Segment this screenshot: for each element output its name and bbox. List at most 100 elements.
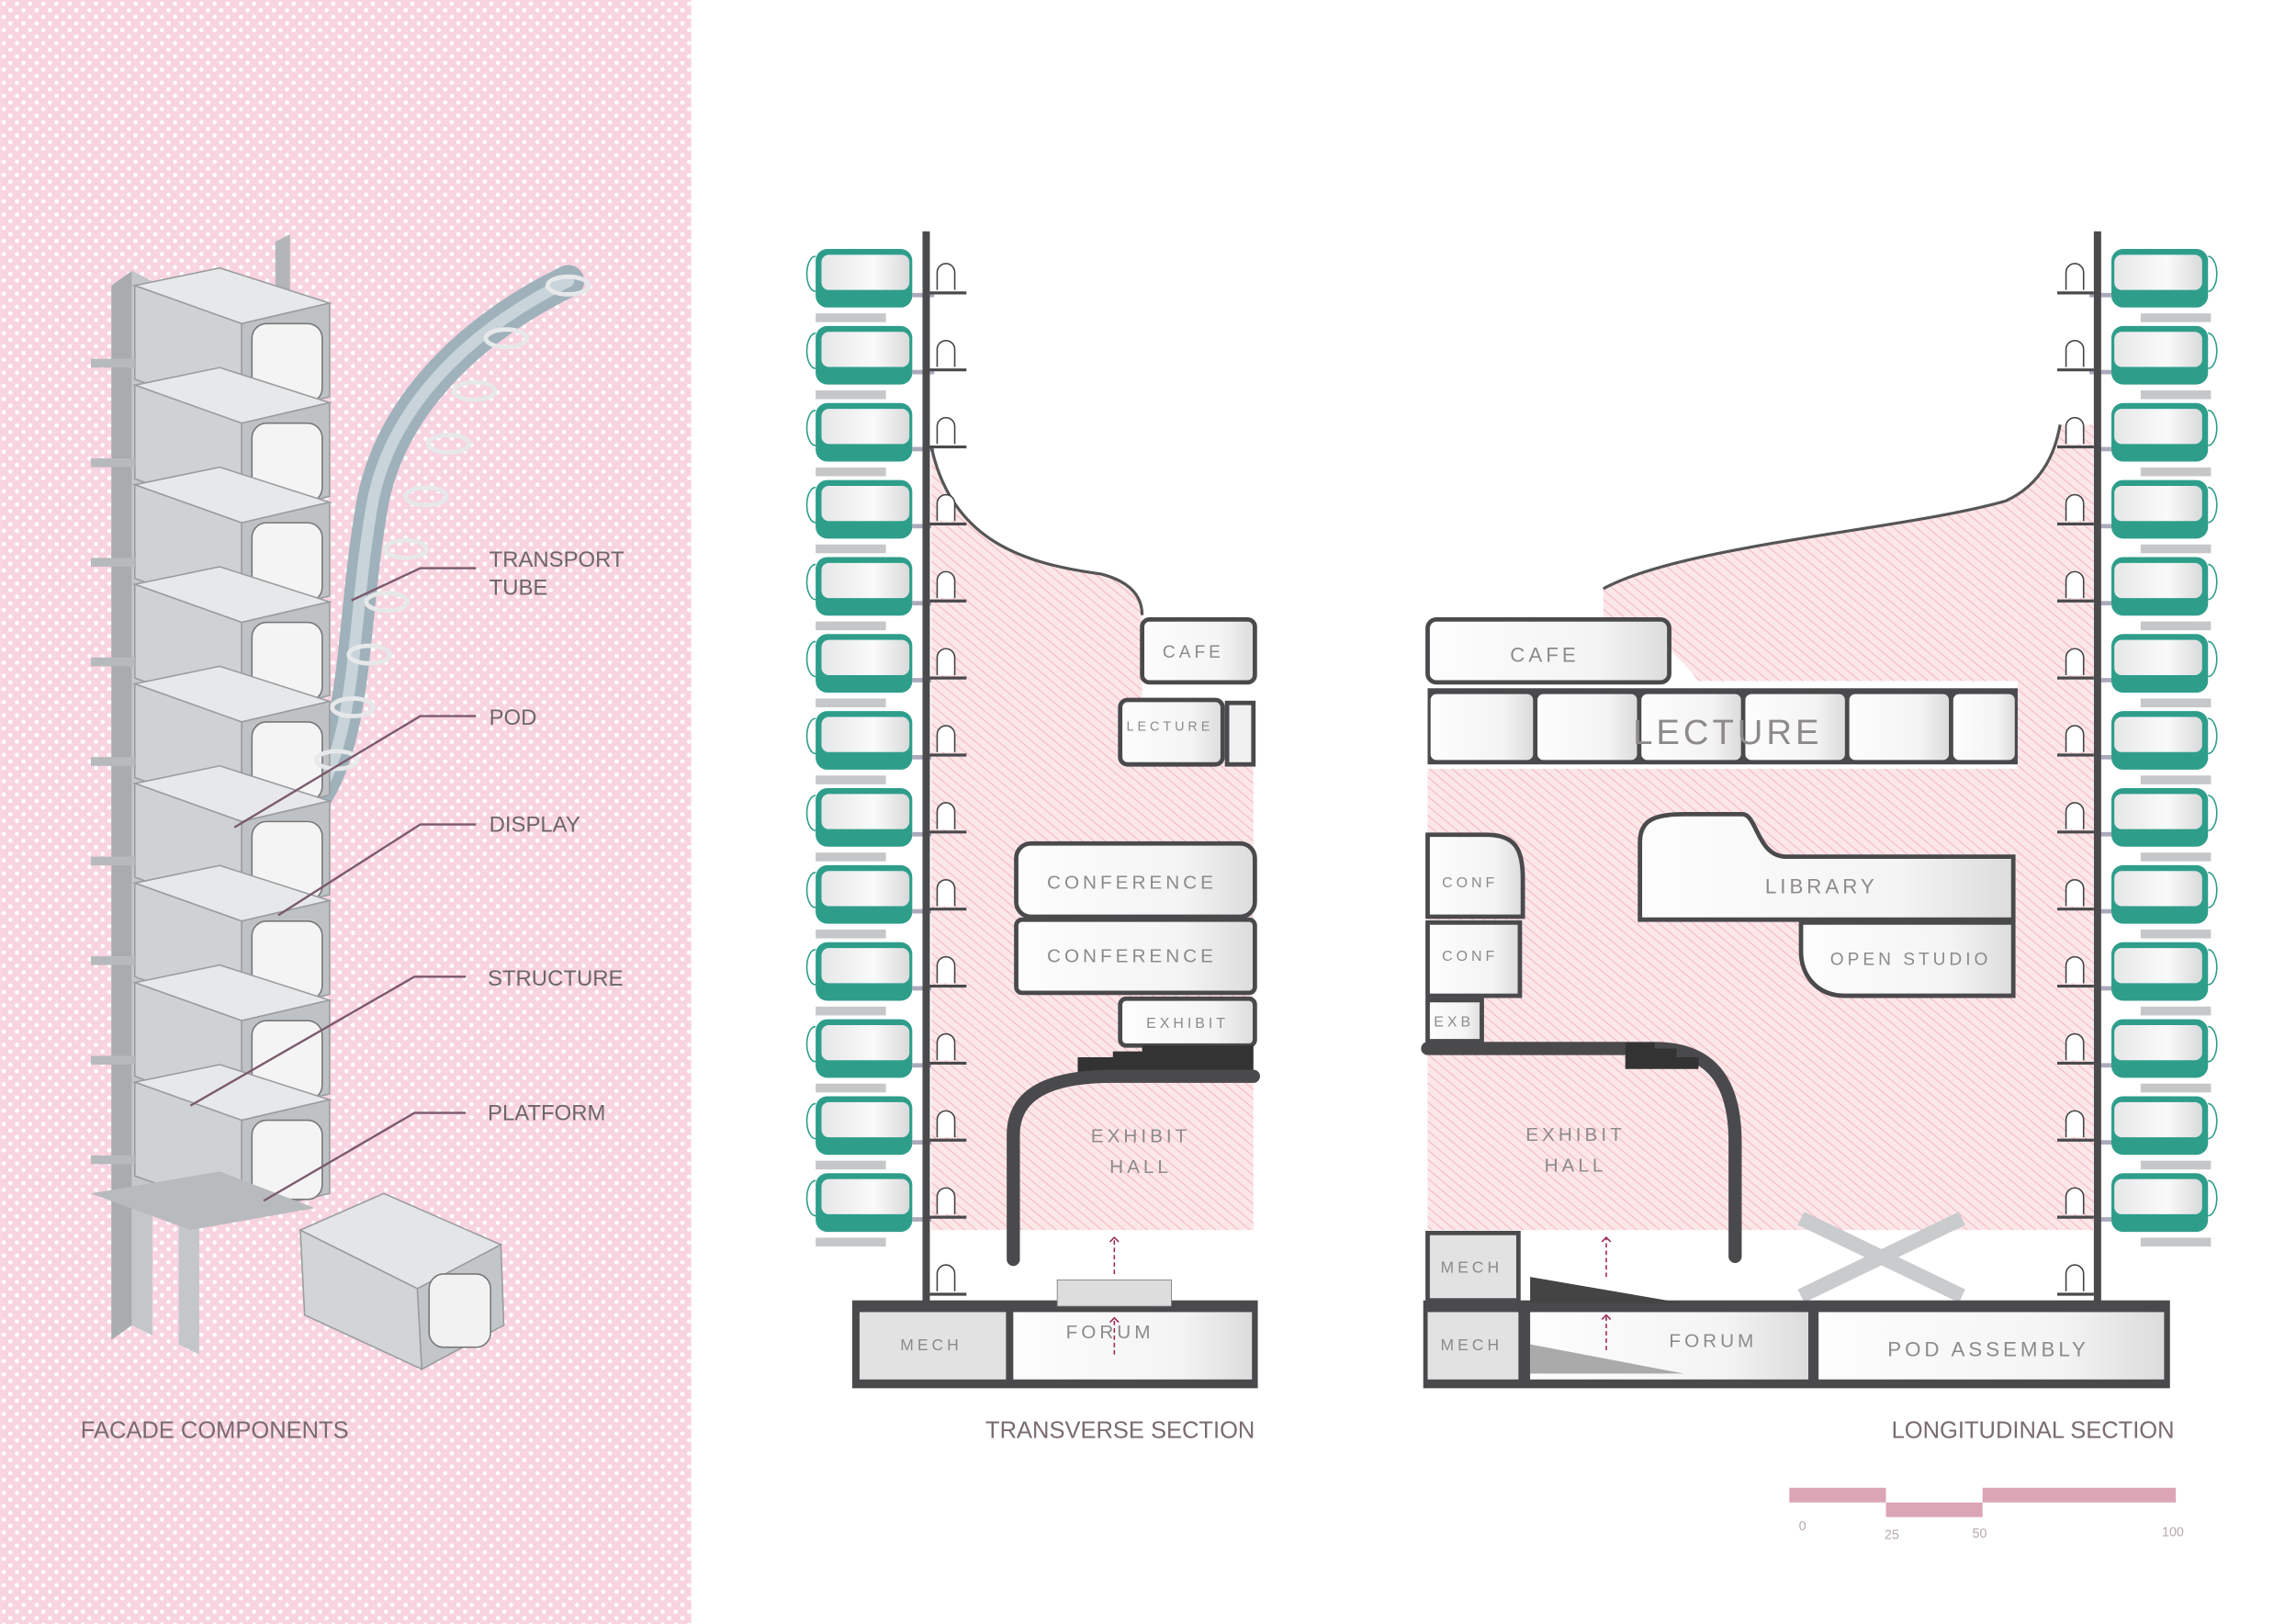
facade-components-panel: TRANSPORT TUBE POD DISPLAY STRUCTURE PLA… [0, 0, 692, 1624]
section-pod [2089, 249, 2218, 322]
label-exb: EXB [1434, 1015, 1474, 1031]
longitudinal-section-title: LONGITUDINAL SECTION [1892, 1418, 2175, 1444]
platform-arm [90, 558, 135, 567]
label-conference-2: CONFERENCE [1047, 945, 1217, 966]
platform-arm [90, 1155, 135, 1165]
pod-interior [2114, 794, 2202, 829]
door-icon [936, 955, 956, 984]
platform [816, 698, 886, 708]
label-conf-2: CONF [1442, 949, 1498, 964]
tube-ring [364, 591, 410, 614]
door-icon [936, 340, 956, 367]
tube-ring [425, 433, 472, 456]
platform-arm [90, 1055, 135, 1066]
label-cafe: CAFE [1510, 644, 1579, 667]
platform [2140, 1160, 2212, 1170]
section-pod [805, 1096, 935, 1170]
label-exhibit-hall-2: HALL [1109, 1156, 1172, 1178]
longitudinal-section: CAFE LECTURE CONF CONF EXB LIBRARY OPEN … [1421, 231, 2218, 1444]
section-pod [805, 402, 935, 477]
section-pod [805, 479, 935, 554]
platform [90, 1171, 315, 1231]
pod-interior [821, 1024, 910, 1061]
platform [816, 852, 886, 862]
section-pod [805, 634, 935, 708]
tube-ring [483, 327, 529, 350]
pod-display-arc [2208, 948, 2218, 986]
label-open-studio: OPEN STUDIO [1830, 951, 1992, 970]
label-exhibit-hall-2: HALL [1545, 1155, 1607, 1176]
platform-arm [90, 457, 135, 468]
room-conf-2 [1425, 919, 1523, 998]
door-icon [936, 570, 956, 599]
transverse-section-title: TRANSVERSE SECTION [985, 1418, 1255, 1444]
pod-interior [821, 716, 910, 752]
door-icon [2065, 340, 2085, 367]
section-pod [2089, 1096, 2218, 1170]
facade-tower-isometric [90, 234, 591, 1370]
section-pod [2089, 788, 2218, 862]
room-lecture [1118, 697, 1225, 767]
door-icon [2065, 802, 2085, 829]
pod-interior [2114, 1101, 2202, 1138]
door-icon [936, 802, 956, 829]
door-icon [2065, 1032, 2085, 1061]
door-icon [2065, 955, 2085, 984]
scale-tick-0: 0 [1799, 1519, 1806, 1534]
section-pod [2089, 634, 2218, 708]
forum-seating [1530, 1277, 1684, 1303]
platform [816, 775, 886, 784]
pod-interior [821, 409, 910, 445]
door-icon [936, 263, 956, 290]
label-conference-1: CONFERENCE [1047, 873, 1217, 894]
label-pod-assembly: POD ASSEMBLY [1887, 1337, 2089, 1360]
platform [816, 621, 886, 631]
pod-display-arc [2208, 563, 2218, 601]
tube-ring [314, 749, 360, 772]
pod-interior [821, 332, 910, 367]
door-icon [936, 1187, 956, 1214]
section-pod [2089, 402, 2218, 477]
platform-arm [90, 956, 135, 965]
section-pod [805, 864, 935, 939]
label-structure: STRUCTURE [488, 966, 623, 991]
platform [816, 1006, 886, 1016]
platform [2140, 852, 2212, 862]
pod-interior [2114, 639, 2202, 675]
label-cafe: CAFE [1163, 643, 1224, 662]
label-lecture: LECTURE [1633, 713, 1822, 752]
section-pod [805, 1019, 935, 1093]
atrium-roof-curve [1603, 424, 2062, 591]
tube-ring [330, 696, 376, 718]
label-mech: MECH [900, 1336, 962, 1354]
forum-seating-lower [1530, 1344, 1684, 1374]
platform [2140, 1006, 2212, 1016]
door-icon [936, 725, 956, 752]
room-mech-1 [1425, 1230, 1521, 1303]
door-icon [2065, 1110, 2085, 1138]
section-pod [805, 325, 935, 400]
label-exhibit-hall: EXHIBIT [1091, 1125, 1191, 1146]
room-exb [1425, 998, 1484, 1043]
pod-interior [2114, 562, 2202, 599]
room-cafe [1140, 616, 1257, 685]
section-pod [2089, 557, 2218, 631]
door-icon [2065, 648, 2085, 675]
pod-interior [821, 948, 910, 984]
tube-ring [382, 537, 429, 560]
platform [2140, 1083, 2212, 1093]
label-lecture: LECTURE [1127, 720, 1214, 735]
lecture-bay [1430, 694, 1534, 761]
pod-display-arc [2208, 486, 2218, 524]
section-pod [805, 249, 935, 322]
lecture-bay [1953, 694, 2015, 761]
room-pod-assembly [1818, 1312, 2165, 1380]
core-wall [2093, 231, 2101, 1308]
label-library: LIBRARY [1765, 874, 1878, 897]
label-forum: FORUM [1669, 1331, 1757, 1352]
pod-display-arc [2208, 1025, 2218, 1063]
room-cafe [1425, 616, 1671, 685]
platform [816, 930, 886, 939]
platform [816, 544, 886, 554]
section-pod [805, 788, 935, 862]
